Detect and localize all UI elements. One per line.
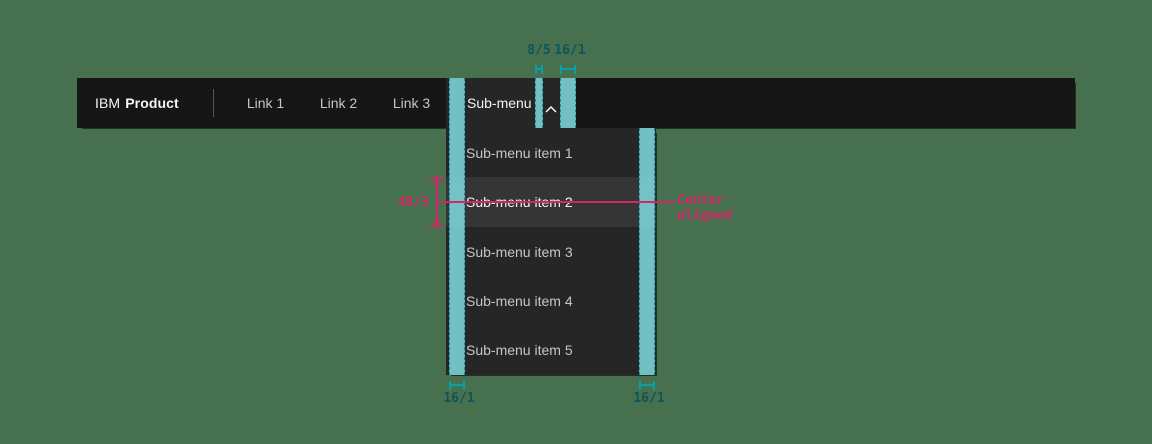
- item-height-label: 48/3: [397, 195, 429, 210]
- submenu-item-5[interactable]: Sub-menu item 5: [466, 342, 573, 359]
- nav-link-2[interactable]: Link 2: [319, 95, 358, 111]
- spacing-overlay-text-chevron-gap: [535, 78, 543, 128]
- dimension-bracket-16px-top: [560, 65, 576, 74]
- brand-name: Product: [125, 95, 179, 111]
- dimension-bracket-16px-bottom-left: [449, 381, 465, 390]
- dimension-bracket-16px-bottom-right: [639, 381, 655, 390]
- spacing-overlay-left-padding: [449, 78, 465, 375]
- submenu-trigger-label: Sub-menu: [467, 95, 532, 111]
- header-brand[interactable]: IBM Product: [95, 78, 179, 128]
- center-aligned-note: Center aligned: [677, 193, 732, 223]
- brand-prefix: IBM: [95, 95, 121, 111]
- header-nav: Link 1 Link 2 Link 3: [229, 78, 448, 128]
- dimension-bracket-8px: [535, 65, 543, 74]
- submenu-dropdown: Sub-menu item 1 Sub-menu item 2 Sub-menu…: [446, 128, 656, 375]
- spacing-overlay-dropdown-right-padding: [639, 128, 655, 375]
- center-alignment-line: [438, 201, 675, 203]
- submenu-item-3[interactable]: Sub-menu item 3: [466, 243, 573, 260]
- ui-shell-header: IBM Product Link 1 Link 2 Link 3 Sub-men…: [77, 78, 1075, 128]
- submenu-trigger[interactable]: Sub-menu: [446, 78, 576, 128]
- chevron-up-icon: [545, 100, 557, 113]
- submenu-item-4[interactable]: Sub-menu item 4: [466, 292, 573, 309]
- nav-link-1[interactable]: Link 1: [246, 95, 285, 111]
- spacing-overlay-trigger-right-padding: [560, 78, 576, 128]
- spacing-label-16-1-bottom-left: 16/1: [443, 391, 475, 406]
- spacing-label-8-5: 8/5: [527, 43, 551, 58]
- submenu-item-1[interactable]: Sub-menu item 1: [466, 144, 573, 161]
- item-height-dimension-bracket: [431, 177, 443, 227]
- header-divider: [213, 89, 214, 117]
- spacing-label-16-1-top: 16/1: [554, 43, 586, 58]
- nav-link-3[interactable]: Link 3: [392, 95, 431, 111]
- spacing-label-16-1-bottom-right: 16/1: [633, 391, 665, 406]
